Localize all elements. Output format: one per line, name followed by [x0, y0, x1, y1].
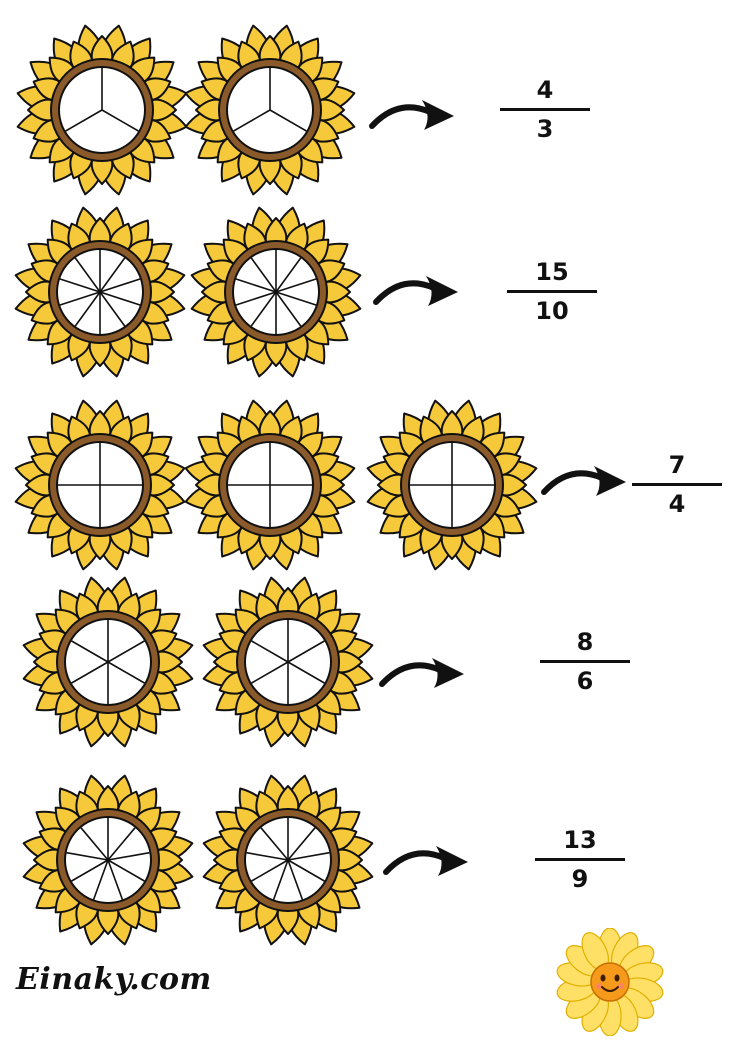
- curved-arrow-icon: [369, 100, 454, 130]
- fraction-bar: [535, 858, 625, 861]
- divider-line: [287, 640, 325, 663]
- daisy-face: [590, 962, 630, 1002]
- divider-line: [101, 109, 139, 132]
- divider-line: [269, 109, 307, 132]
- fraction-bar: [632, 483, 722, 486]
- curved-arrow-icon: [383, 846, 468, 876]
- divider-line: [272, 859, 289, 900]
- divider-line: [66, 851, 109, 861]
- sunflower-icon: [184, 24, 356, 196]
- divider-line: [235, 291, 277, 306]
- denominator: 3: [536, 115, 554, 143]
- divider-line: [59, 291, 101, 306]
- divider-line: [275, 257, 302, 293]
- numerator: 7: [668, 451, 686, 479]
- sunflower-icon: [202, 774, 374, 946]
- sunflower-icon: [190, 206, 362, 378]
- curved-arrow-icon: [373, 276, 458, 306]
- divider-line: [80, 827, 109, 861]
- denominator: 6: [576, 667, 594, 695]
- divider-line: [107, 851, 150, 861]
- curved-arrow-icon: [379, 658, 464, 688]
- divider-line: [275, 278, 317, 293]
- divider-line: [74, 257, 101, 293]
- denominator: 9: [571, 865, 589, 893]
- divider-line: [107, 640, 145, 663]
- divider-line: [251, 859, 289, 882]
- sunflower-icon: [202, 576, 374, 748]
- divider-line: [65, 109, 103, 132]
- curved-arrow-icon: [541, 466, 626, 496]
- sunflower-icon: [366, 399, 538, 571]
- sunflower-icon: [184, 399, 356, 571]
- numerator: 15: [535, 258, 569, 286]
- brand-logo: Einaky.com: [16, 962, 212, 997]
- divider-line: [59, 278, 101, 293]
- divider-line: [107, 859, 124, 900]
- divider-line: [275, 291, 317, 306]
- divider-line: [246, 851, 289, 861]
- divider-line: [99, 278, 141, 293]
- divider-line: [251, 661, 289, 684]
- denominator: 4: [668, 490, 686, 518]
- divider-line: [71, 859, 109, 882]
- sunflower-icon: [22, 576, 194, 748]
- divider-line: [287, 661, 325, 684]
- divider-line: [107, 827, 136, 861]
- sunflower-icon: [14, 206, 186, 378]
- denominator: 10: [535, 297, 569, 325]
- divider-line: [235, 278, 277, 293]
- divider-line: [275, 291, 302, 327]
- numerator: 8: [576, 628, 594, 656]
- fraction-bar: [507, 290, 597, 293]
- divider-line: [287, 851, 330, 861]
- divider-line: [71, 661, 109, 684]
- divider-line: [287, 827, 316, 861]
- smiling-daisy-icon: [556, 928, 664, 1036]
- divider-line: [250, 291, 277, 327]
- divider-line: [107, 661, 145, 684]
- divider-line: [107, 859, 145, 882]
- fraction-bar: [540, 660, 630, 663]
- divider-line: [287, 859, 325, 882]
- numerator: 4: [536, 76, 554, 104]
- divider-line: [260, 827, 289, 861]
- numerator: 13: [563, 826, 597, 854]
- divider-line: [250, 257, 277, 293]
- divider-line: [71, 640, 109, 663]
- divider-line: [287, 859, 304, 900]
- divider-line: [99, 291, 126, 327]
- divider-line: [99, 291, 141, 306]
- sunflower-icon: [16, 24, 188, 196]
- divider-line: [99, 257, 126, 293]
- fraction-bar: [500, 108, 590, 111]
- divider-line: [92, 859, 109, 900]
- sunflower-icon: [22, 774, 194, 946]
- divider-line: [74, 291, 101, 327]
- divider-line: [251, 640, 289, 663]
- sunflower-icon: [14, 399, 186, 571]
- divider-line: [233, 109, 271, 132]
